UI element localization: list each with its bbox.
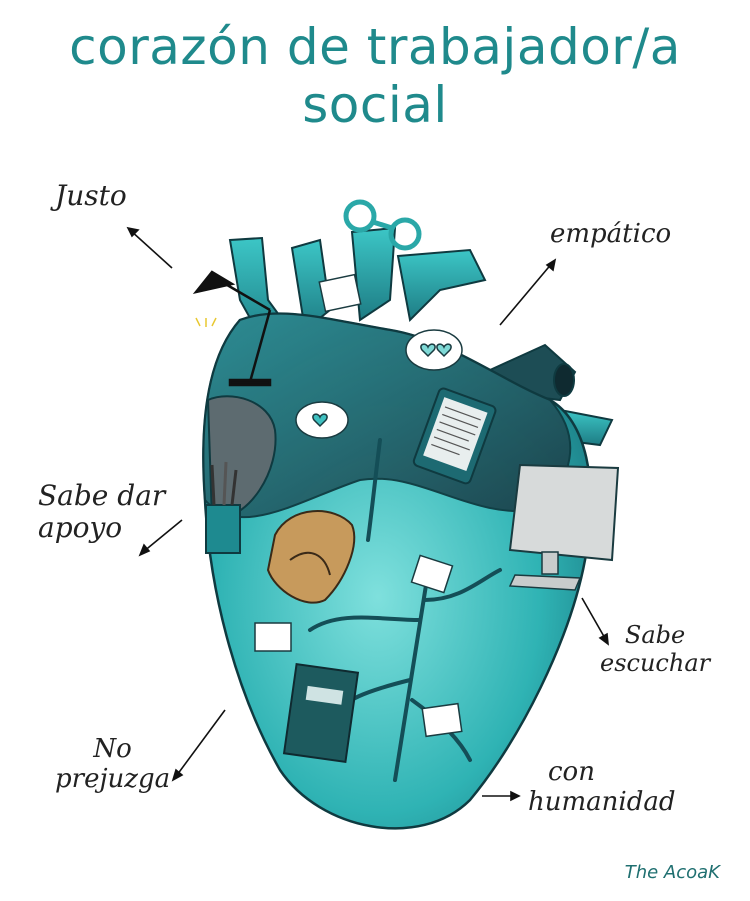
label-sabe-dar-line2: apoyo [38, 511, 123, 545]
label-sabe-dar-apoyo: Sabe dar apoyo [38, 479, 166, 545]
sticky-notes [254, 273, 463, 738]
clasped-hands-icon [266, 510, 356, 604]
label-sabe-escuchar: Sabe escuchar [600, 621, 711, 677]
label-sabe-escuchar-line1: Sabe [624, 621, 686, 649]
monitor-icon [508, 463, 620, 591]
glasses-icon [343, 199, 422, 251]
label-no-prejuzga-line1: No [93, 734, 132, 764]
label-no-prejuzga-line2: prejuzga [55, 763, 171, 794]
book-icon [282, 662, 360, 764]
label-justo: Justo [55, 179, 127, 212]
label-arrows [126, 226, 609, 802]
label-sabe-escuchar-line2: escuchar [600, 648, 711, 677]
speech-bubble-icons [295, 329, 463, 439]
artist-credit: The AcoaK [624, 862, 720, 883]
desk-lamp-icon [192, 270, 272, 387]
label-con-humanidad: con humanidad [528, 757, 676, 818]
label-con-humanidad-line2: humanidad [528, 786, 676, 817]
label-sabe-dar-line1: Sabe dar [38, 479, 166, 512]
label-no-prejuzga: No prejuzga [55, 734, 171, 795]
tablet-icon [412, 387, 497, 485]
page-title: corazón de trabajador/a social [69, 18, 681, 134]
label-empatico: empático [550, 219, 672, 249]
label-con-humanidad-line1: con [548, 757, 595, 787]
pen-cup-icon [205, 461, 241, 554]
